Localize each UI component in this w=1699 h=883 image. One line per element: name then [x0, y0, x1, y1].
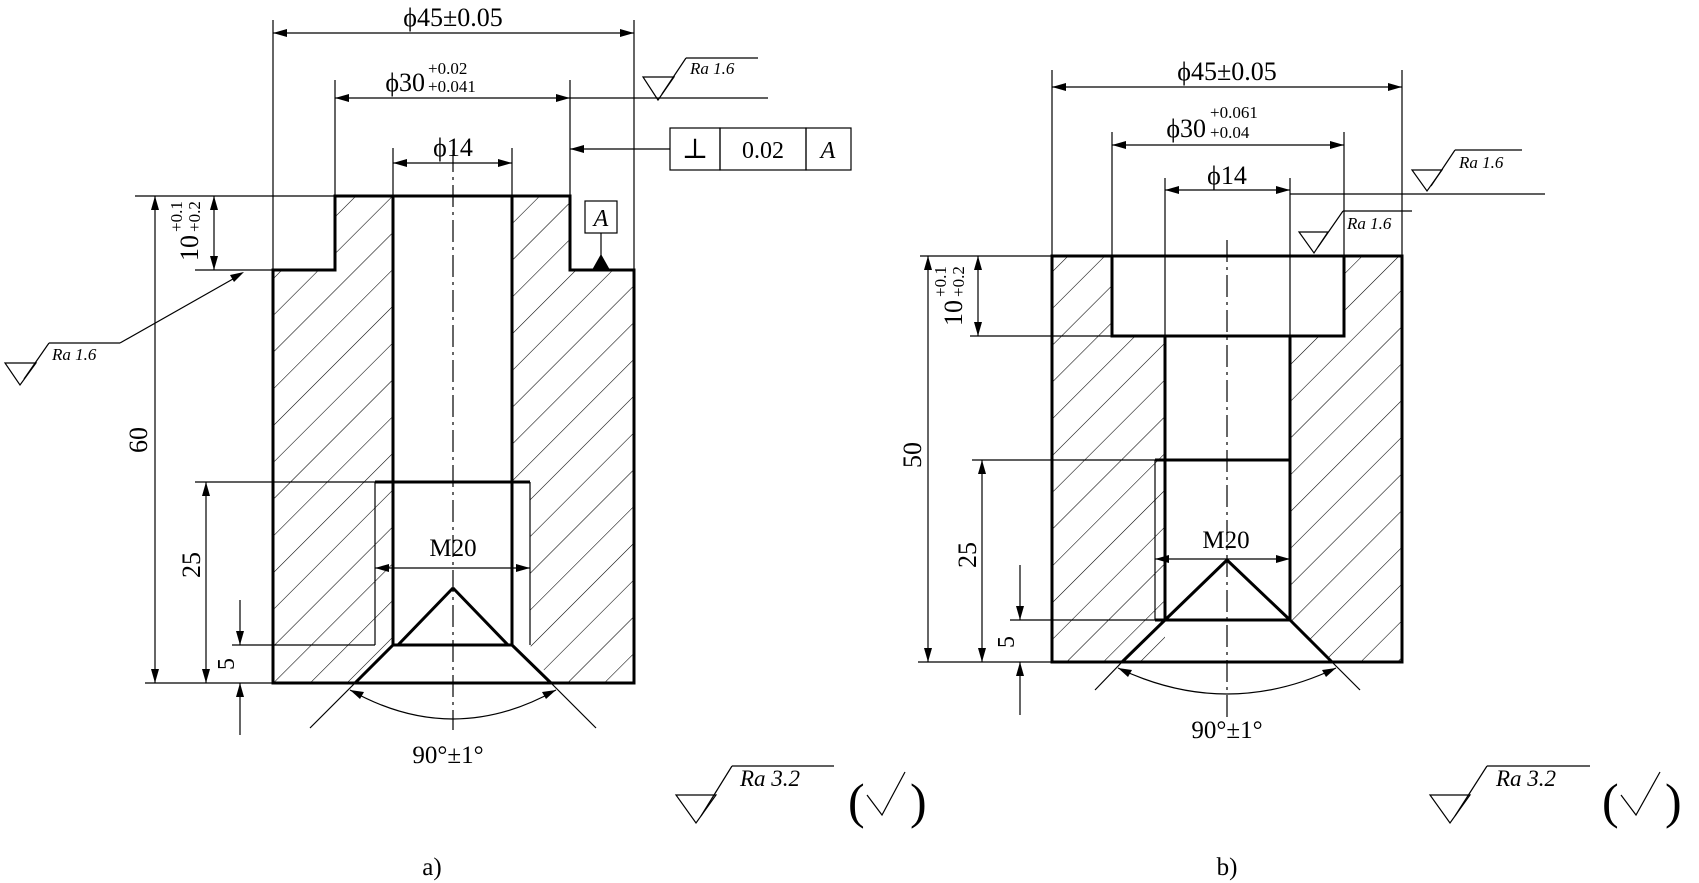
dim-a-counterbore-tol-lower: +0.041: [428, 77, 476, 96]
datum-a-marker: A: [584, 200, 618, 270]
dim-b-bore-diameter: ϕ14: [1207, 161, 1247, 190]
dim-b-counterbore-tol-lower: +0.04: [1210, 123, 1250, 142]
svg-text:Ra 1.6: Ra 1.6: [1346, 214, 1392, 233]
svg-text:Ra 1.6: Ra 1.6: [51, 345, 97, 364]
dim-b-outer-diameter: ϕ45±0.05: [1177, 57, 1276, 86]
roughness-symbol-b-inner: Ra 1.6: [1297, 210, 1412, 255]
svg-text:(: (: [848, 773, 865, 829]
svg-text:): ): [1665, 773, 1682, 829]
roughness-symbol-a-top: Ra 1.6: [641, 57, 758, 102]
svg-text:): ): [910, 773, 927, 829]
dim-b-chamfer-depth: 5: [994, 636, 1020, 648]
drawing-a: ϕ45±0.05 ϕ30 +0.02 +0.041 ϕ14 Ra 1.6 ⊥ 0…: [3, 3, 927, 881]
dim-b-depth-tol-lower: +0.2: [949, 266, 968, 297]
dim-a-counterbore-depth: 10: [175, 235, 204, 261]
general-roughness-a: Ra 3.2 ( ): [674, 765, 927, 829]
drawing-b: ϕ45±0.05 ϕ30 +0.061 +0.04 ϕ14 Ra 1.6 Ra …: [898, 57, 1682, 881]
dim-a-depth-tol-lower: +0.2: [185, 201, 204, 232]
section-b-right-hatch: [1290, 256, 1402, 662]
section-a-right-hatch: [512, 196, 634, 683]
dim-b-height: 50: [898, 442, 927, 468]
dim-a-counterbore-tol-upper: +0.02: [428, 59, 467, 78]
angle-label-b: 90°±1°: [1191, 717, 1262, 744]
section-b-left-hatch: [1052, 256, 1165, 662]
caption-b: b): [1217, 854, 1238, 881]
dim-b-thread-depth: 25: [953, 542, 982, 568]
general-roughness-b: Ra 3.2 ( ): [1428, 765, 1682, 829]
tolerance-datum: A: [819, 138, 836, 164]
tolerance-value: 0.02: [742, 138, 784, 164]
dim-b-counterbore-tol-upper: +0.061: [1210, 103, 1258, 122]
roughness-symbol-b-top: Ra 1.6: [1290, 149, 1545, 195]
thread-label-b: M20: [1202, 527, 1249, 554]
dim-a-thread-depth: 25: [177, 552, 206, 578]
svg-text:Ra 3.2: Ra 3.2: [1495, 766, 1556, 791]
thread-label-a: M20: [429, 535, 476, 562]
svg-text:A: A: [592, 206, 609, 232]
svg-text:(: (: [1602, 773, 1619, 829]
dim-a-height: 60: [124, 427, 153, 453]
caption-a: a): [422, 854, 441, 881]
svg-text:Ra 1.6: Ra 1.6: [1458, 153, 1504, 172]
dim-a-outer-diameter: ϕ45±0.05: [403, 3, 502, 32]
part-a-outline: [271, 194, 636, 685]
roughness-symbol-a-left: Ra 1.6: [3, 272, 244, 387]
dim-a-counterbore-diameter: ϕ30: [385, 68, 425, 97]
dim-a-bore-diameter: ϕ14: [433, 133, 473, 162]
svg-text:Ra 1.6: Ra 1.6: [689, 59, 735, 78]
perpendicularity-symbol: ⊥: [682, 134, 708, 165]
geometric-tolerance-frame: ⊥ 0.02 A: [669, 127, 852, 171]
section-a-left-hatch: [273, 196, 393, 683]
dim-b-counterbore-diameter: ϕ30: [1166, 114, 1206, 143]
dim-a-chamfer-depth: 5: [214, 658, 240, 670]
svg-text:Ra 3.2: Ra 3.2: [739, 766, 800, 791]
angle-label-a: 90°±1°: [412, 742, 483, 769]
dim-b-depth-tol-upper: +0.1: [931, 266, 950, 297]
dim-a-depth-tol-upper: +0.1: [167, 201, 186, 232]
dim-b-counterbore-depth: 10: [939, 300, 968, 326]
